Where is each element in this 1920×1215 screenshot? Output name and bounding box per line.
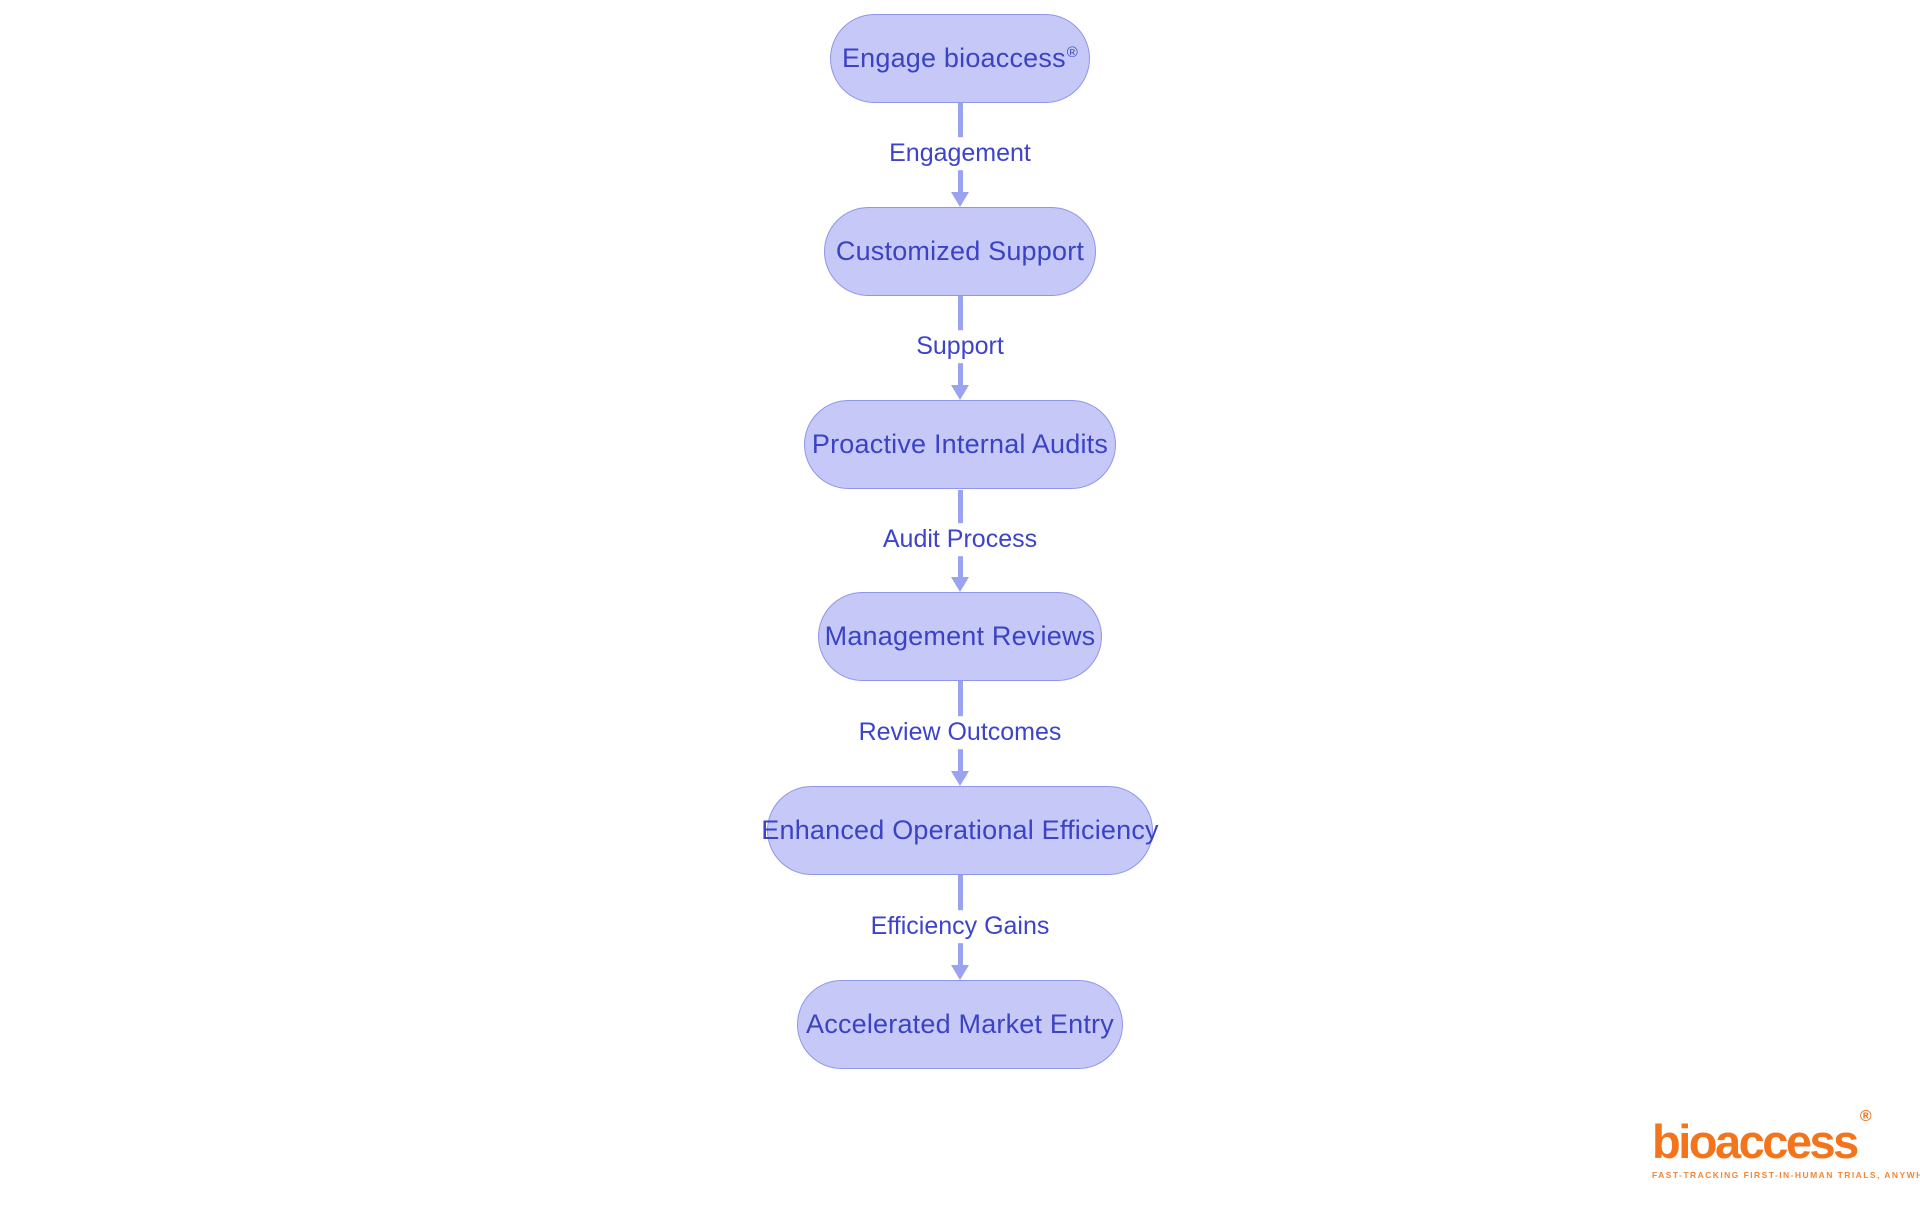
edge-label: Support	[908, 330, 1012, 364]
node-label: Management Reviews	[824, 621, 1096, 651]
logo-wordmark: bioaccess®	[1652, 1108, 1882, 1168]
flow-node-customized-support: Customized Support	[824, 207, 1096, 296]
node-label: Accelerated Market Entry	[806, 1009, 1114, 1039]
edge-label: Review Outcomes	[850, 715, 1070, 749]
edge-review-outcomes: Review Outcomes	[0, 681, 1920, 786]
flow-node-enhanced-operational-efficiency: Enhanced Operational Efficiency	[761, 786, 1159, 875]
arrowhead-down-icon	[951, 771, 969, 786]
edge-audit-process: Audit Process	[0, 490, 1920, 592]
edge-support: Support	[0, 296, 1920, 400]
node-label: Proactive Internal Audits	[811, 429, 1109, 459]
flow-node-accelerated-market-entry: Accelerated Market Entry	[797, 980, 1123, 1069]
node-label: Enhanced Operational Efficiency	[761, 815, 1159, 845]
flow-node-engage-bioaccess: Engage bioaccess®	[830, 14, 1090, 103]
edge-label: Efficiency Gains	[862, 909, 1058, 943]
edge-label: Engagement	[881, 137, 1039, 171]
edge-engagement: Engagement	[0, 103, 1920, 207]
bioaccess-logo: bioaccess® FAST-TRACKING FIRST-IN-HUMAN …	[1652, 1108, 1920, 1180]
flow-node-proactive-internal-audits: Proactive Internal Audits	[804, 400, 1116, 489]
node-label: Customized Support	[835, 236, 1085, 266]
edge-efficiency-gains: Efficiency Gains	[0, 875, 1920, 980]
node-label: Engage bioaccess	[841, 43, 1066, 73]
flow-node-management-reviews: Management Reviews	[818, 592, 1102, 681]
edge-label: Audit Process	[874, 523, 1046, 557]
arrowhead-down-icon	[951, 577, 969, 592]
arrowhead-down-icon	[951, 192, 969, 207]
registered-trademark-symbol: ®	[1859, 1108, 1872, 1126]
arrowhead-down-icon	[951, 385, 969, 400]
arrowhead-down-icon	[951, 965, 969, 980]
logo-brand-text: bioaccess	[1652, 1115, 1859, 1168]
logo-tagline: FAST-TRACKING FIRST-IN-HUMAN TRIALS, ANY…	[1652, 1169, 1920, 1180]
